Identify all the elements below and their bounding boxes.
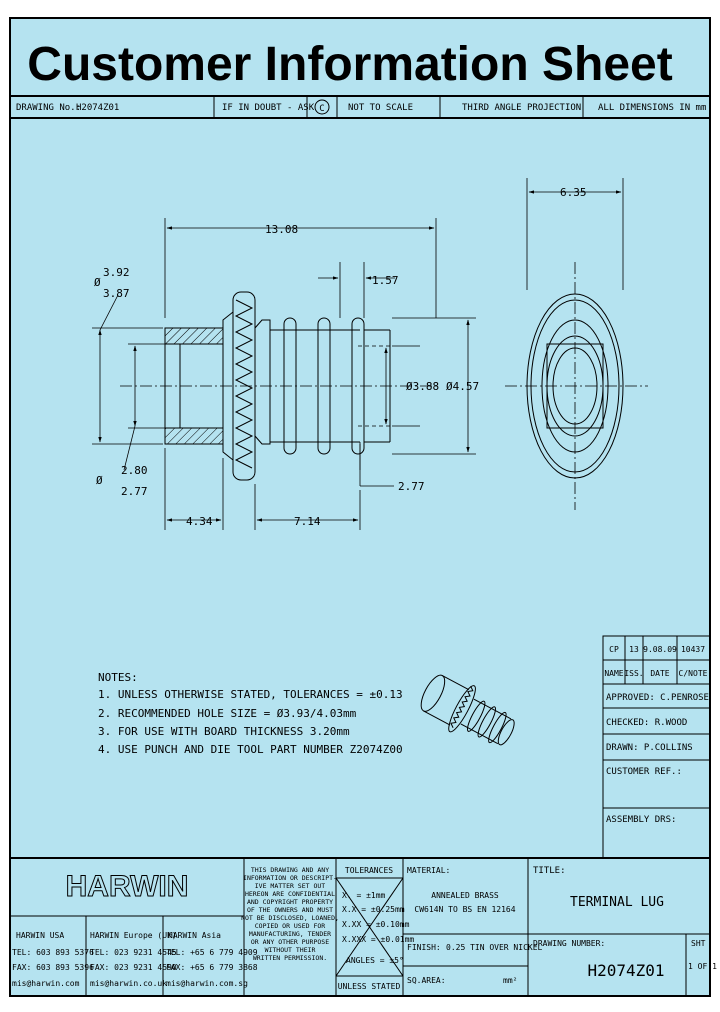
phi-symbol-bottom: Ø [96, 474, 103, 487]
notes-heading: NOTES: [98, 671, 138, 684]
conf-line: WRITTEN PERMISSION. [253, 954, 327, 962]
sqarea-label: SQ.AREA: [407, 976, 446, 985]
dim-tip-dia: Ø3.88 [406, 380, 439, 393]
customer-ref-label: CUSTOMER REF.: [606, 767, 682, 777]
office-usa-name: HARWIN USA [16, 931, 64, 940]
conf-line: AND COPYRIGHT PROPERTY [247, 898, 333, 906]
assembly-drs-label: ASSEMBLY DRS: [606, 815, 676, 825]
dim-groove-dia: Ø4.57 [446, 380, 479, 393]
drawing-number-value: H2074Z01 [587, 961, 664, 980]
tol-row-3: X.XXX = ±0.01mm [342, 935, 414, 944]
dim-bore-lower: 2.77 [121, 485, 148, 498]
conf-line: NOT BE DISCLOSED, LOANED, [241, 914, 339, 922]
dim-tip-length: 2.77 [398, 480, 425, 493]
dim-sleeve-length: 4.34 [186, 515, 213, 528]
office-uk-tel: TEL: 023 9231 4545 [90, 948, 177, 957]
tol-row-1: X.X = ±0.25mm [342, 905, 405, 914]
note-2: 2. RECOMMENDED HOLE SIZE = Ø3.93/4.03mm [98, 707, 357, 720]
end-view: 6.35 [505, 178, 648, 510]
sheet-title: Customer Information Sheet [27, 38, 672, 91]
tol-unless-stated: UNLESS STATED [338, 982, 401, 991]
drawing-no-value: H2074Z01 [76, 103, 119, 113]
phi-symbol-top: Ø [94, 276, 101, 289]
drawn-label: DRAWN: P.COLLINS [606, 743, 693, 753]
dim-sleeve-lower: 3.87 [103, 287, 130, 300]
title-label: TITLE: [533, 866, 566, 876]
office-uk-email: mis@harwin.co.uk [90, 979, 167, 988]
finish-value: 0.25 TIN OVER NICKEL [446, 943, 543, 952]
scale-note: NOT TO SCALE [348, 103, 413, 113]
dim-head-dia: 6.35 [560, 186, 587, 199]
material-label: MATERIAL: [407, 866, 450, 875]
office-usa-fax: FAX: 603 893 5396 [12, 963, 94, 972]
title-block: HARWIN HARWIN USA TEL: 603 893 5376 FAX:… [10, 857, 717, 996]
dim-sleeve-upper: 3.92 [103, 266, 130, 279]
rev-cell-1: 13 [629, 645, 639, 654]
conf-line: OF THE OWNERS AND MUST [247, 906, 333, 914]
sqarea-unit: mm² [503, 976, 517, 985]
office-asia-name: HARWIN Asia [168, 931, 221, 940]
rev-head-1: ISS. [624, 669, 643, 678]
office-usa-email: mis@harwin.com [12, 979, 80, 988]
conf-line: IVE MATTER SET OUT [255, 882, 326, 890]
header-strip: DRAWING No.: H2074Z01 IF IN DOUBT - ASK … [16, 96, 706, 118]
office-usa-tel: TEL: 603 893 5376 [12, 948, 94, 957]
projection-note: THIRD ANGLE PROJECTION [462, 103, 581, 113]
tolerances-heading: TOLERANCES [345, 866, 393, 875]
rev-head-3: C/NOTE [679, 669, 708, 678]
rev-head-0: NAME [604, 669, 623, 678]
drawing-number-label: DRAWING NUMBER: [533, 939, 605, 948]
conf-line: COPIED OR USED FOR [255, 922, 326, 930]
tol-angles: ANGLES = ±5° [346, 956, 404, 965]
checked-label: CHECKED: R.WOOD [606, 718, 687, 728]
isometric-view [420, 674, 515, 746]
approved-label: APPROVED: C.PENROSE [606, 693, 709, 703]
side-view: 13.08 1.57 Ø 3.92 3.87 Ø 2.80 2.77 Ø3.88… [92, 218, 479, 530]
dim-groove-label: 1.57 [372, 274, 399, 287]
confidentiality-notice: THIS DRAWING AND ANY INFORMATION OR DESC… [241, 866, 339, 962]
office-uk-name: HARWIN Europe (UK) [90, 931, 177, 940]
conf-line: WITHOUT THEIR [265, 946, 316, 954]
copyright-symbol: C [319, 104, 324, 114]
harwin-logo: HARWIN [66, 870, 189, 903]
note-1: 1. UNLESS OTHERWISE STATED, TOLERANCES =… [98, 688, 403, 701]
material-value-1: ANNEALED BRASS [431, 891, 499, 900]
conf-line: THIS DRAWING AND ANY [251, 866, 329, 874]
title-value: TERMINAL LUG [570, 895, 664, 910]
rev-cell-3: 10437 [681, 645, 705, 654]
rev-cell-2: 9.08.09 [643, 645, 677, 654]
office-asia-email: mis@harwin.com.sg [166, 979, 248, 988]
dim-length-label: 13.08 [265, 223, 298, 236]
tol-row-2: X.XX = ±0.10mm [342, 920, 410, 929]
drawing-no-label: DRAWING No.: [16, 103, 81, 113]
conf-line: INFORMATION OR DESCRIPT- [243, 874, 337, 882]
revision-table: CP 13 9.08.09 10437 NAME ISS. DATE C/NOT… [602, 635, 711, 859]
tol-row-0: X. = ±1mm [342, 891, 386, 900]
rev-cell-0: CP [609, 645, 619, 654]
conf-line: OR ANY OTHER PURPOSE [251, 938, 329, 946]
conf-line: HEREON ARE CONFIDENTIAL [245, 890, 335, 898]
material-value-2: CW614N TO BS EN 12164 [414, 905, 515, 914]
dim-bore-upper: 2.80 [121, 464, 148, 477]
office-uk-fax: FAX: 023 9231 4590 [90, 963, 177, 972]
sheet-label: SHT [691, 939, 706, 948]
dim-shank-length: 7.14 [294, 515, 321, 528]
note-4: 4. USE PUNCH AND DIE TOOL PART NUMBER Z2… [98, 743, 403, 756]
copyright-icon [314, 99, 330, 115]
office-asia-fax: FAX: +65 6 779 3868 [166, 963, 258, 972]
finish-label: FINISH: [407, 943, 441, 952]
conf-line: MANUFACTURING, TENDER [249, 930, 331, 938]
notes-block: NOTES: 1. UNLESS OTHERWISE STATED, TOLER… [98, 671, 403, 756]
rev-head-2: DATE [650, 669, 669, 678]
sheet-value: 1 OF 1 [688, 962, 717, 971]
note-3: 3. FOR USE WITH BOARD THICKNESS 3.20mm [98, 725, 350, 738]
dimensions-note: ALL DIMENSIONS IN mm [598, 103, 706, 113]
office-asia-tel: TEL: +65 6 779 4909 [166, 948, 258, 957]
if-in-doubt-note: IF IN DOUBT - ASK [222, 103, 315, 113]
